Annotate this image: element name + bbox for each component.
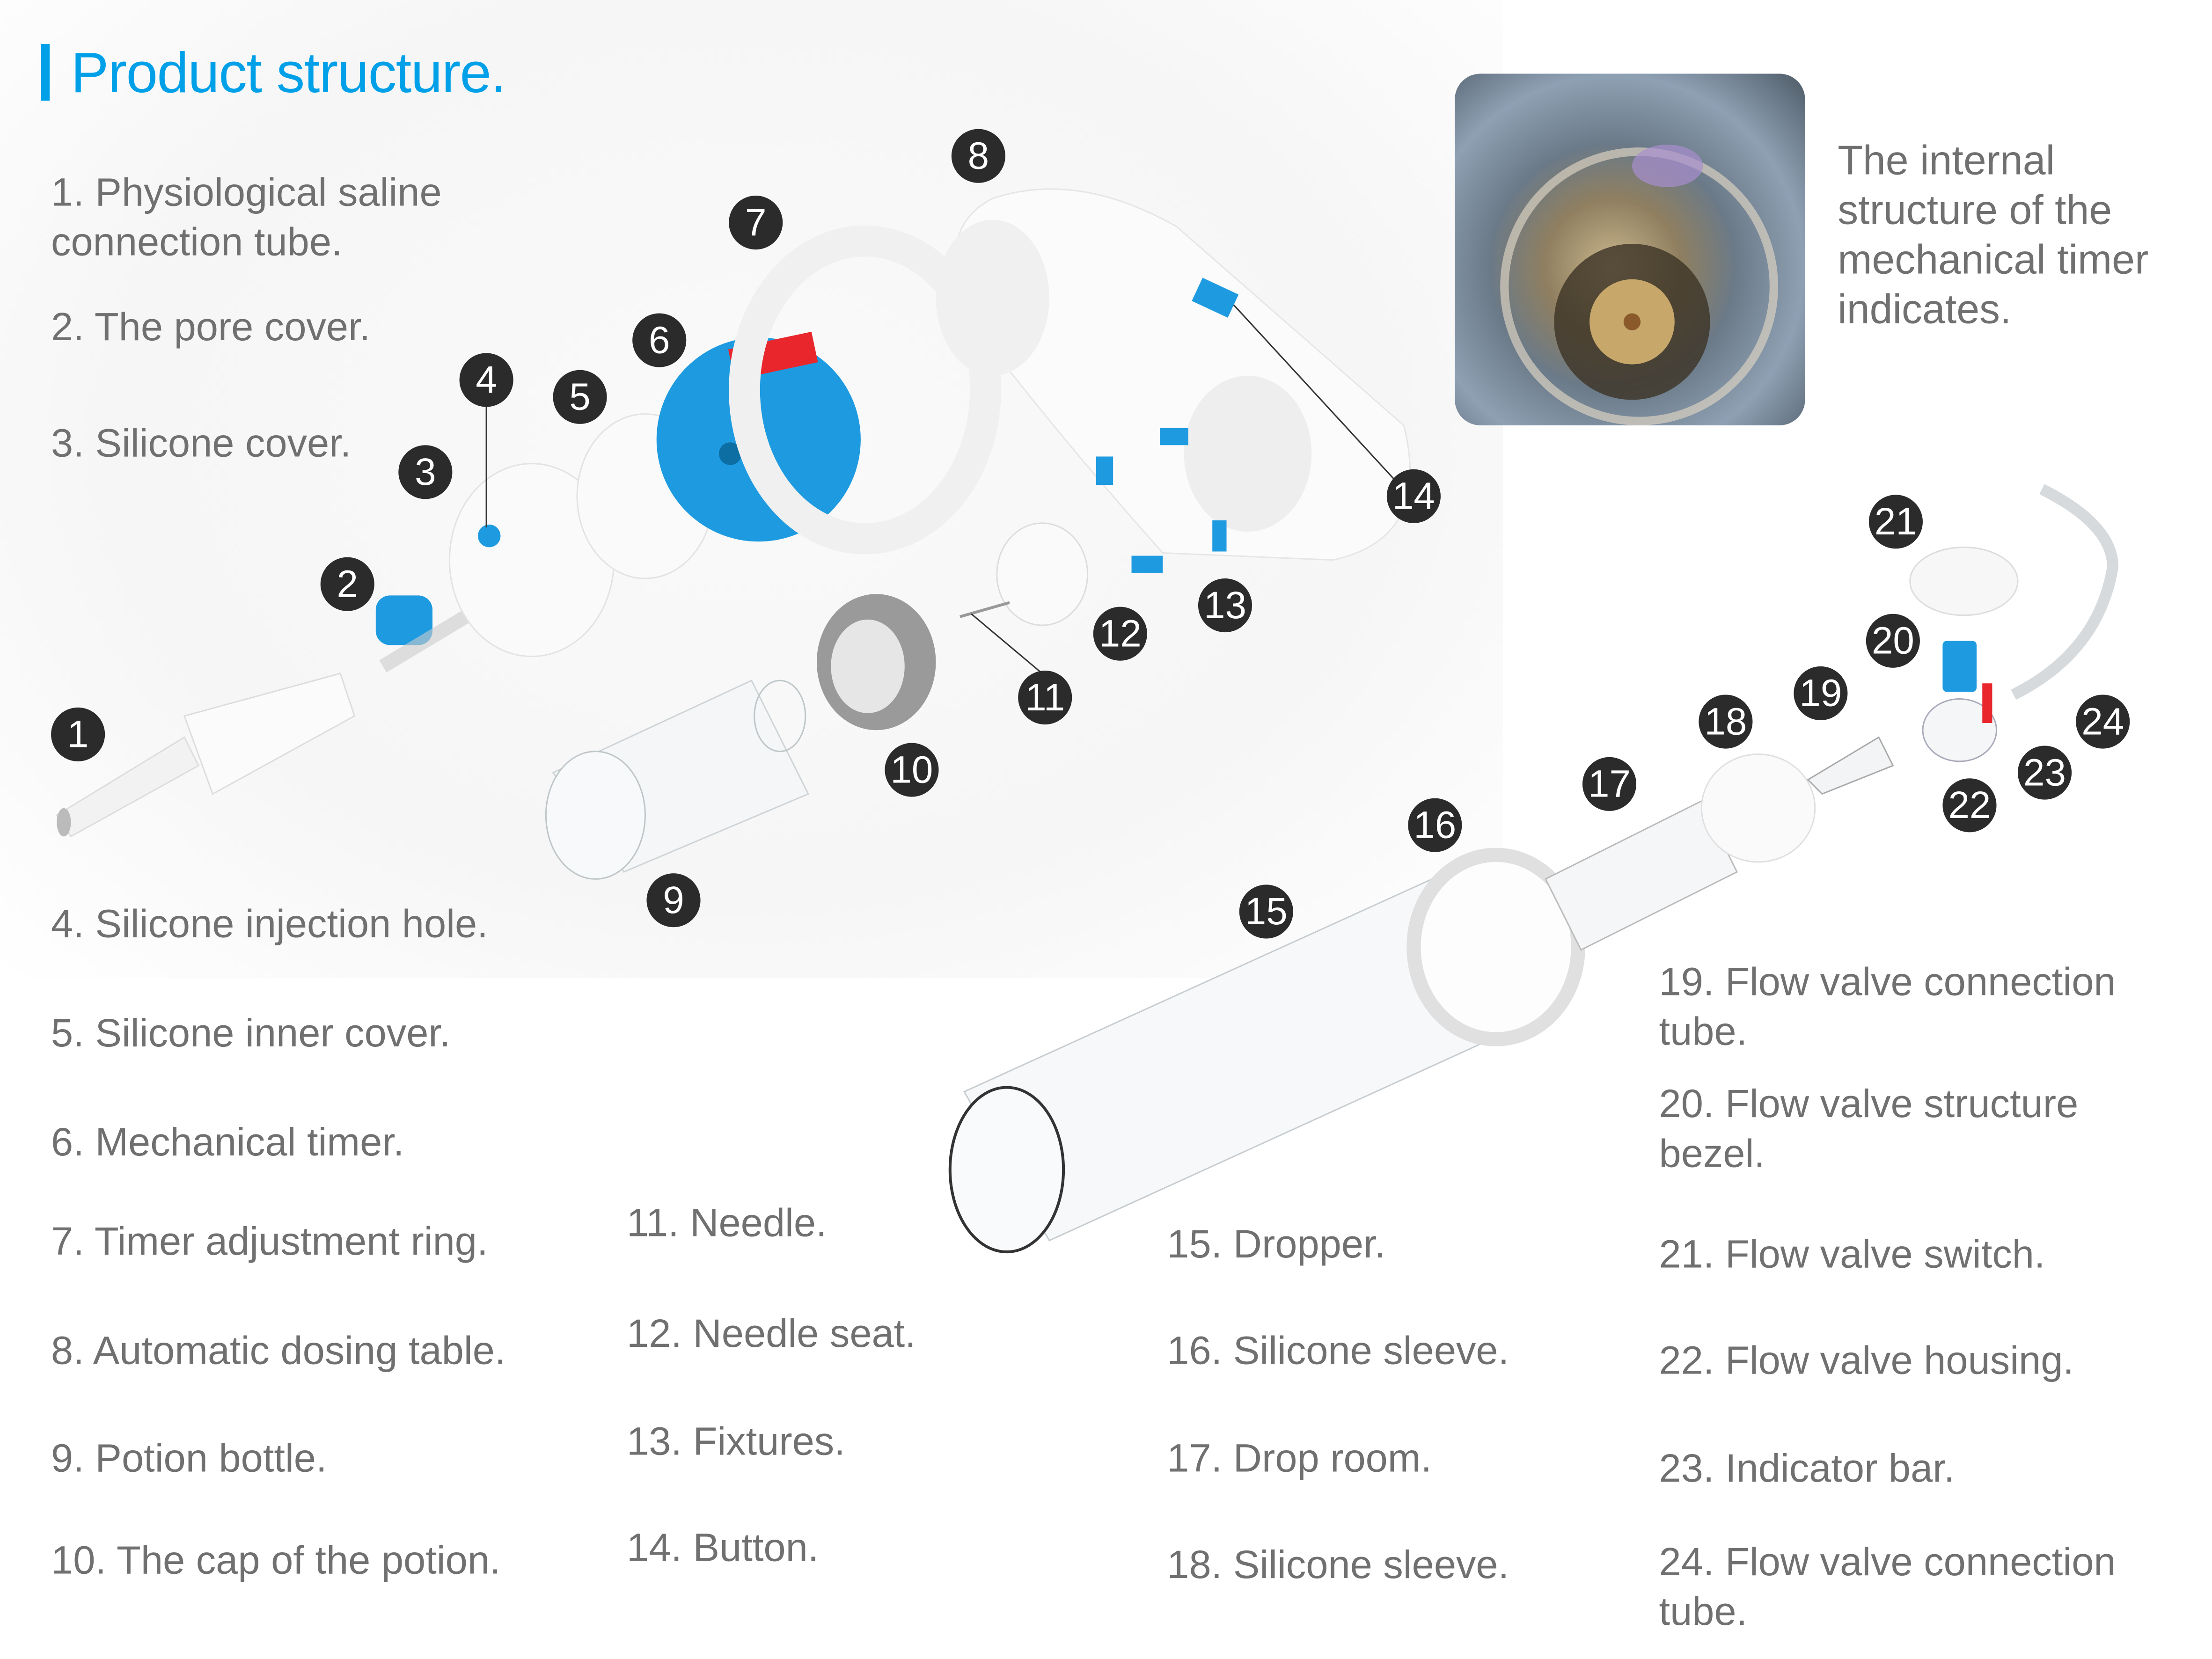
title-accent-bar bbox=[41, 44, 50, 101]
caption-line: mechanical timer bbox=[1838, 238, 2149, 284]
part-timer-ring bbox=[729, 225, 1001, 555]
part-label-24: 24. Flow valve connection tube. bbox=[1659, 1537, 2116, 1636]
part-label-6: 6. Mechanical timer. bbox=[51, 1120, 404, 1164]
timer-internal-photo bbox=[1455, 73, 1805, 425]
part-fixtures bbox=[1096, 428, 1227, 573]
callout-badge-22: 22 bbox=[1942, 778, 1997, 833]
caption-line: indicates. bbox=[1838, 287, 2012, 333]
callout-badge-14: 14 bbox=[1386, 469, 1441, 523]
part-potion-cap bbox=[816, 594, 936, 731]
part-label-17: 17. Drop room. bbox=[1167, 1436, 1432, 1480]
part-label-8: 8. Automatic dosing table. bbox=[51, 1328, 506, 1373]
callout-badge-19: 19 bbox=[1794, 666, 1848, 720]
label-line: connection tube. bbox=[51, 219, 343, 264]
photo-caption: The internal structure of the mechanical… bbox=[1838, 138, 2148, 336]
part-label-13: 13. Fixtures. bbox=[627, 1419, 845, 1463]
caption-line: structure of the bbox=[1838, 188, 2112, 234]
callout-badge-7: 7 bbox=[729, 196, 783, 250]
part-label-23: 23. Indicator bar. bbox=[1659, 1446, 1955, 1491]
part-label-15: 15. Dropper. bbox=[1167, 1222, 1386, 1266]
part-needle bbox=[960, 601, 1010, 618]
part-label-22: 22. Flow valve housing. bbox=[1659, 1338, 2074, 1382]
part-label-14: 14. Button. bbox=[627, 1525, 819, 1570]
part-saline-tube bbox=[56, 672, 356, 838]
callout-badge-18: 18 bbox=[1699, 694, 1753, 749]
part-silicone-sleeve-18 bbox=[1700, 753, 1816, 863]
callout-badge-24: 24 bbox=[2076, 694, 2130, 749]
part-label-11: 11. Needle. bbox=[627, 1200, 827, 1245]
part-flow-valve-switch bbox=[1909, 546, 2019, 616]
label-line: 24. Flow valve connection bbox=[1659, 1540, 2116, 1584]
part-label-21: 21. Flow valve switch. bbox=[1659, 1232, 2045, 1276]
part-label-19: 19. Flow valve connection tube. bbox=[1659, 957, 2116, 1056]
part-label-18: 18. Silicone sleeve. bbox=[1167, 1542, 1509, 1587]
callout-badge-15: 15 bbox=[1239, 884, 1293, 939]
callout-badge-16: 16 bbox=[1408, 798, 1462, 852]
timer-mechanism-image bbox=[1500, 145, 1778, 425]
part-flow-valve-housing bbox=[1922, 698, 1998, 762]
callout-badge-5: 5 bbox=[553, 370, 607, 424]
label-line: 20. Flow valve structure bbox=[1659, 1082, 2079, 1126]
callout-badge-11: 11 bbox=[1018, 670, 1072, 725]
part-label-12: 12. Needle seat. bbox=[627, 1311, 916, 1356]
label-line: tube. bbox=[1659, 1589, 1748, 1633]
part-label-10: 10. The cap of the potion. bbox=[51, 1538, 501, 1582]
page-title: Product structure. bbox=[71, 42, 506, 105]
leader-line-11 bbox=[971, 613, 1043, 674]
label-line: tube. bbox=[1659, 1009, 1748, 1053]
part-label-7: 7. Timer adjustment ring. bbox=[51, 1219, 488, 1264]
callout-badge-12: 12 bbox=[1093, 607, 1147, 661]
callout-badge-3: 3 bbox=[398, 445, 453, 499]
part-flow-valve-bezel bbox=[1942, 641, 1977, 692]
callout-badge-9: 9 bbox=[646, 873, 701, 928]
part-label-3: 3. Silicone cover. bbox=[51, 421, 352, 465]
part-label-5: 5. Silicone inner cover. bbox=[51, 1011, 451, 1055]
part-potion-bottle bbox=[545, 680, 809, 880]
part-connection-tube-19 bbox=[1807, 736, 1894, 795]
part-silicone-sleeve-16 bbox=[1406, 848, 1585, 1046]
part-dosing-table bbox=[936, 188, 1411, 561]
part-label-1: 1. Physiological saline connection tube. bbox=[51, 167, 442, 266]
callout-badge-8: 8 bbox=[951, 129, 1005, 183]
callout-badge-21: 21 bbox=[1868, 495, 1923, 549]
callout-badge-6: 6 bbox=[632, 313, 687, 367]
label-line: bezel. bbox=[1659, 1131, 1765, 1176]
callout-badge-2: 2 bbox=[320, 557, 374, 611]
part-needle-seat bbox=[996, 522, 1089, 626]
part-label-4: 4. Silicone injection hole. bbox=[51, 901, 488, 946]
callout-badge-1: 1 bbox=[51, 707, 105, 761]
callout-badge-20: 20 bbox=[1866, 614, 1920, 668]
part-indicator-bar bbox=[1982, 683, 1992, 724]
part-label-20: 20. Flow valve structure bezel. bbox=[1659, 1079, 2079, 1178]
callout-badge-10: 10 bbox=[885, 743, 939, 797]
callout-badge-13: 13 bbox=[1198, 578, 1252, 633]
part-connection-tube-24 bbox=[2011, 484, 2119, 700]
callout-badge-23: 23 bbox=[2017, 745, 2072, 800]
label-line: 1. Physiological saline bbox=[51, 170, 442, 214]
callout-badge-17: 17 bbox=[1582, 757, 1637, 811]
part-drop-room bbox=[1545, 800, 1738, 951]
part-label-16: 16. Silicone sleeve. bbox=[1167, 1328, 1509, 1373]
callout-badge-4: 4 bbox=[459, 353, 513, 407]
part-injection-hole bbox=[477, 524, 501, 548]
part-dropper bbox=[948, 878, 1533, 1254]
part-label-9: 9. Potion bottle. bbox=[51, 1436, 327, 1480]
caption-line: The internal bbox=[1838, 139, 2055, 184]
part-label-2: 2. The pore cover. bbox=[51, 305, 371, 349]
label-line: 19. Flow valve connection bbox=[1659, 959, 2116, 1004]
